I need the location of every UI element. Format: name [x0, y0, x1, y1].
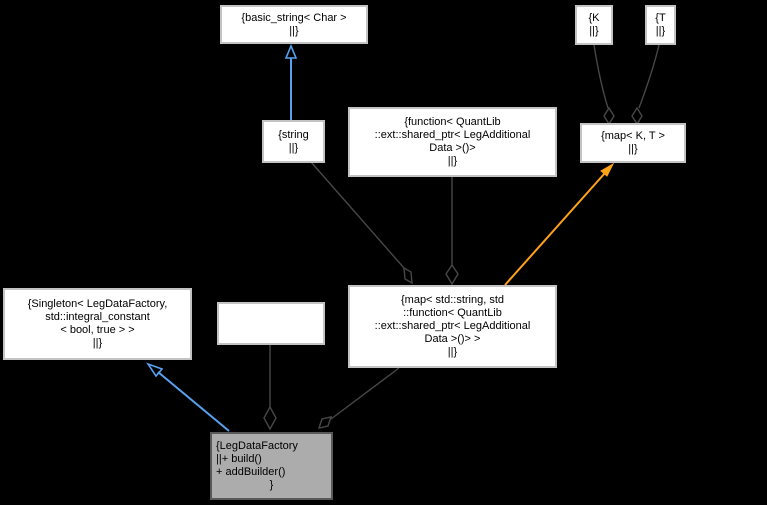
node-label-line: {basic_string< Char > [241, 11, 347, 24]
node-label-line: {function< QuantLib [404, 116, 501, 128]
node-label-line: < bool, true > > [60, 324, 135, 336]
open-diamond-icon [317, 416, 333, 429]
node-label-line: {map< K, T > [601, 130, 665, 142]
open-diamond-icon [445, 263, 459, 286]
edge-leg-data-factory-to-singleton [145, 362, 230, 432]
node-shared-mutex[interactable] [217, 302, 325, 345]
node-basic-string[interactable]: {basic_string< Char > ||} [220, 5, 368, 44]
open-diamond-icon [603, 106, 615, 126]
edge-function-to-map-center [445, 177, 459, 286]
node-label-line: ::ext::shared_ptr< LegAdditional [374, 129, 531, 141]
node-label-line: ||+ build() [216, 453, 262, 465]
open-diamond-icon [631, 106, 643, 126]
edge-string-to-map-center [310, 161, 413, 285]
open-diamond-icon [403, 266, 413, 285]
node-label-line: Data >()> [429, 142, 476, 154]
node-t[interactable]: {T ||} [645, 5, 676, 45]
node-map-kt[interactable]: {map< K, T > ||} [580, 123, 686, 163]
node-label-line: ||} [589, 25, 599, 37]
node-label-line: {string [278, 128, 309, 141]
node-label-line: ||} [288, 141, 299, 154]
node-leg-data-factory[interactable]: {LegDataFactory ||+ build() + addBuilder… [210, 432, 333, 500]
node-singleton[interactable]: {Singleton< LegDataFactory, std::integra… [3, 288, 192, 360]
node-label-line: {LegDataFactory [216, 440, 298, 452]
node-label-line: ||} [92, 337, 103, 349]
node-string[interactable]: {string ||} [262, 120, 325, 163]
node-label-line: {K [588, 12, 600, 24]
edge-map-center-to-map-kt [504, 162, 615, 286]
edge-string-to-basic-string [284, 43, 298, 120]
edge-t-to-map-kt [631, 44, 660, 126]
node-map-center[interactable]: {map< std::string, std ::function< Quant… [348, 285, 557, 368]
node-label-line: ||} [447, 155, 458, 167]
open-diamond-icon [263, 405, 277, 431]
node-label-line: + addBuilder() [216, 466, 286, 478]
node-label-line: ::function< QuantLib [403, 307, 502, 319]
inheritance-arrowhead-icon [284, 43, 298, 59]
node-label-line: Data >()> > [424, 333, 481, 345]
node-label-line: {Singleton< LegDataFactory, [27, 298, 168, 310]
node-k[interactable]: {K ||} [575, 5, 613, 45]
node-function[interactable]: {function< QuantLib ::ext::shared_ptr< L… [348, 107, 557, 177]
node-label-line: ||} [655, 25, 666, 37]
inheritance-arrowhead-icon [145, 362, 164, 378]
node-label-line: {T [655, 12, 666, 24]
node-label-line: ||} [289, 24, 299, 37]
node-label-line: ||} [447, 346, 458, 358]
edge-shared-mutex-to-leg-data-factory [263, 345, 277, 431]
node-label-line: } [269, 479, 274, 491]
edge-map-center-to-leg-data-factory [317, 367, 400, 429]
edge-k-to-map-kt [593, 44, 615, 126]
node-label-line: std::integral_constant [45, 311, 150, 323]
node-label-line: ::ext::shared_ptr< LegAdditional [374, 320, 531, 332]
filled-arrowhead-icon [600, 162, 615, 177]
node-label-line: {map< std::string, std [400, 294, 505, 306]
node-label-line: ||} [628, 143, 638, 155]
